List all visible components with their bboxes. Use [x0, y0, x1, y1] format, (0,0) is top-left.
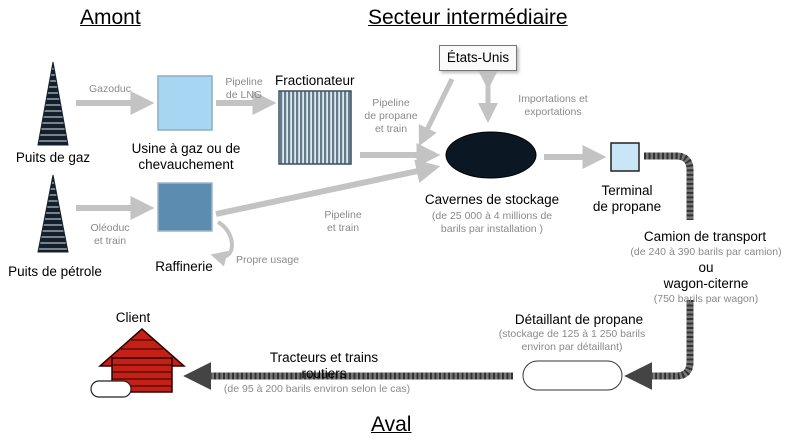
- flow-label-refinery-pipeline: Pipeline et train: [324, 209, 362, 234]
- label-usa: États-Unis: [446, 50, 510, 65]
- label-transport-truck-capacity: (de 240 à 390 barils par camion): [630, 246, 782, 258]
- header-midstream: Secteur intermédiaire: [368, 6, 568, 29]
- gas-plant-box: [157, 75, 213, 131]
- flow-label-gas-pipeline: Gazoduc: [88, 83, 132, 95]
- flow-label-lng-pipeline: Pipeline de LNG: [225, 76, 263, 101]
- label-propane-terminal: Terminal de propane: [592, 183, 662, 214]
- label-transport-truck: Camion de transport: [643, 229, 767, 244]
- label-tank-car: wagon-citerne: [663, 276, 749, 291]
- flow-label-oil-pipeline: Oléoduc et train: [90, 222, 130, 247]
- client-house-icon: [90, 328, 186, 398]
- label-gas-plant: Usine à gaz ou de chevauchement: [131, 141, 241, 172]
- label-refinery: Raffinerie: [155, 259, 213, 274]
- header-upstream: Amont: [80, 6, 141, 29]
- label-oil-wells: Puits de pétrole: [8, 264, 102, 279]
- label-road-tractors: Tracteurs et trains routiers: [269, 350, 379, 381]
- refinery-box: [157, 182, 213, 232]
- label-client: Client: [115, 310, 151, 325]
- header-downstream: Aval: [371, 413, 412, 436]
- flow-arrows: [76, 70, 607, 267]
- label-propane-retailer: Détaillant de propane: [514, 312, 644, 327]
- label-tank-car-capacity: (750 barils par wagon): [653, 293, 759, 305]
- label-gas-wells: Puits de gaz: [15, 150, 91, 165]
- fractionator-box: [278, 90, 352, 165]
- storage-cavern-shape: [445, 131, 537, 179]
- flow-label-propane-pipeline: Pipeline de propane et train: [364, 97, 418, 135]
- label-road-tractors-capacity: (de 95 à 200 barils environ selon le cas…: [223, 383, 411, 395]
- label-fractionator: Fractionateur: [275, 73, 355, 88]
- retailer-tank-shape: [522, 360, 623, 391]
- propane-terminal-box: [610, 142, 640, 172]
- usa-box: États-Unis: [439, 45, 517, 71]
- flow-label-imports-exports: Importations et exportations: [518, 93, 588, 118]
- oil-well-derrick-icon: [37, 174, 69, 253]
- label-or: ou: [698, 260, 714, 275]
- gas-well-derrick-icon: [37, 61, 69, 146]
- label-storage-caverns: Cavernes de stockage: [424, 192, 560, 207]
- arrow-own-use-loop: [210, 220, 234, 267]
- flow-label-own-use: Propre usage: [236, 254, 300, 266]
- arrow-refinery-pipeline: [215, 159, 441, 217]
- label-storage-caverns-capacity: (de 25 000 à 4 millions de barils par in…: [431, 210, 553, 235]
- delivery-route: [183, 152, 694, 390]
- arrow-usa-to-cavern: [418, 77, 455, 147]
- label-propane-retailer-capacity: (stockage de 125 à 1 250 barils environ …: [498, 328, 646, 353]
